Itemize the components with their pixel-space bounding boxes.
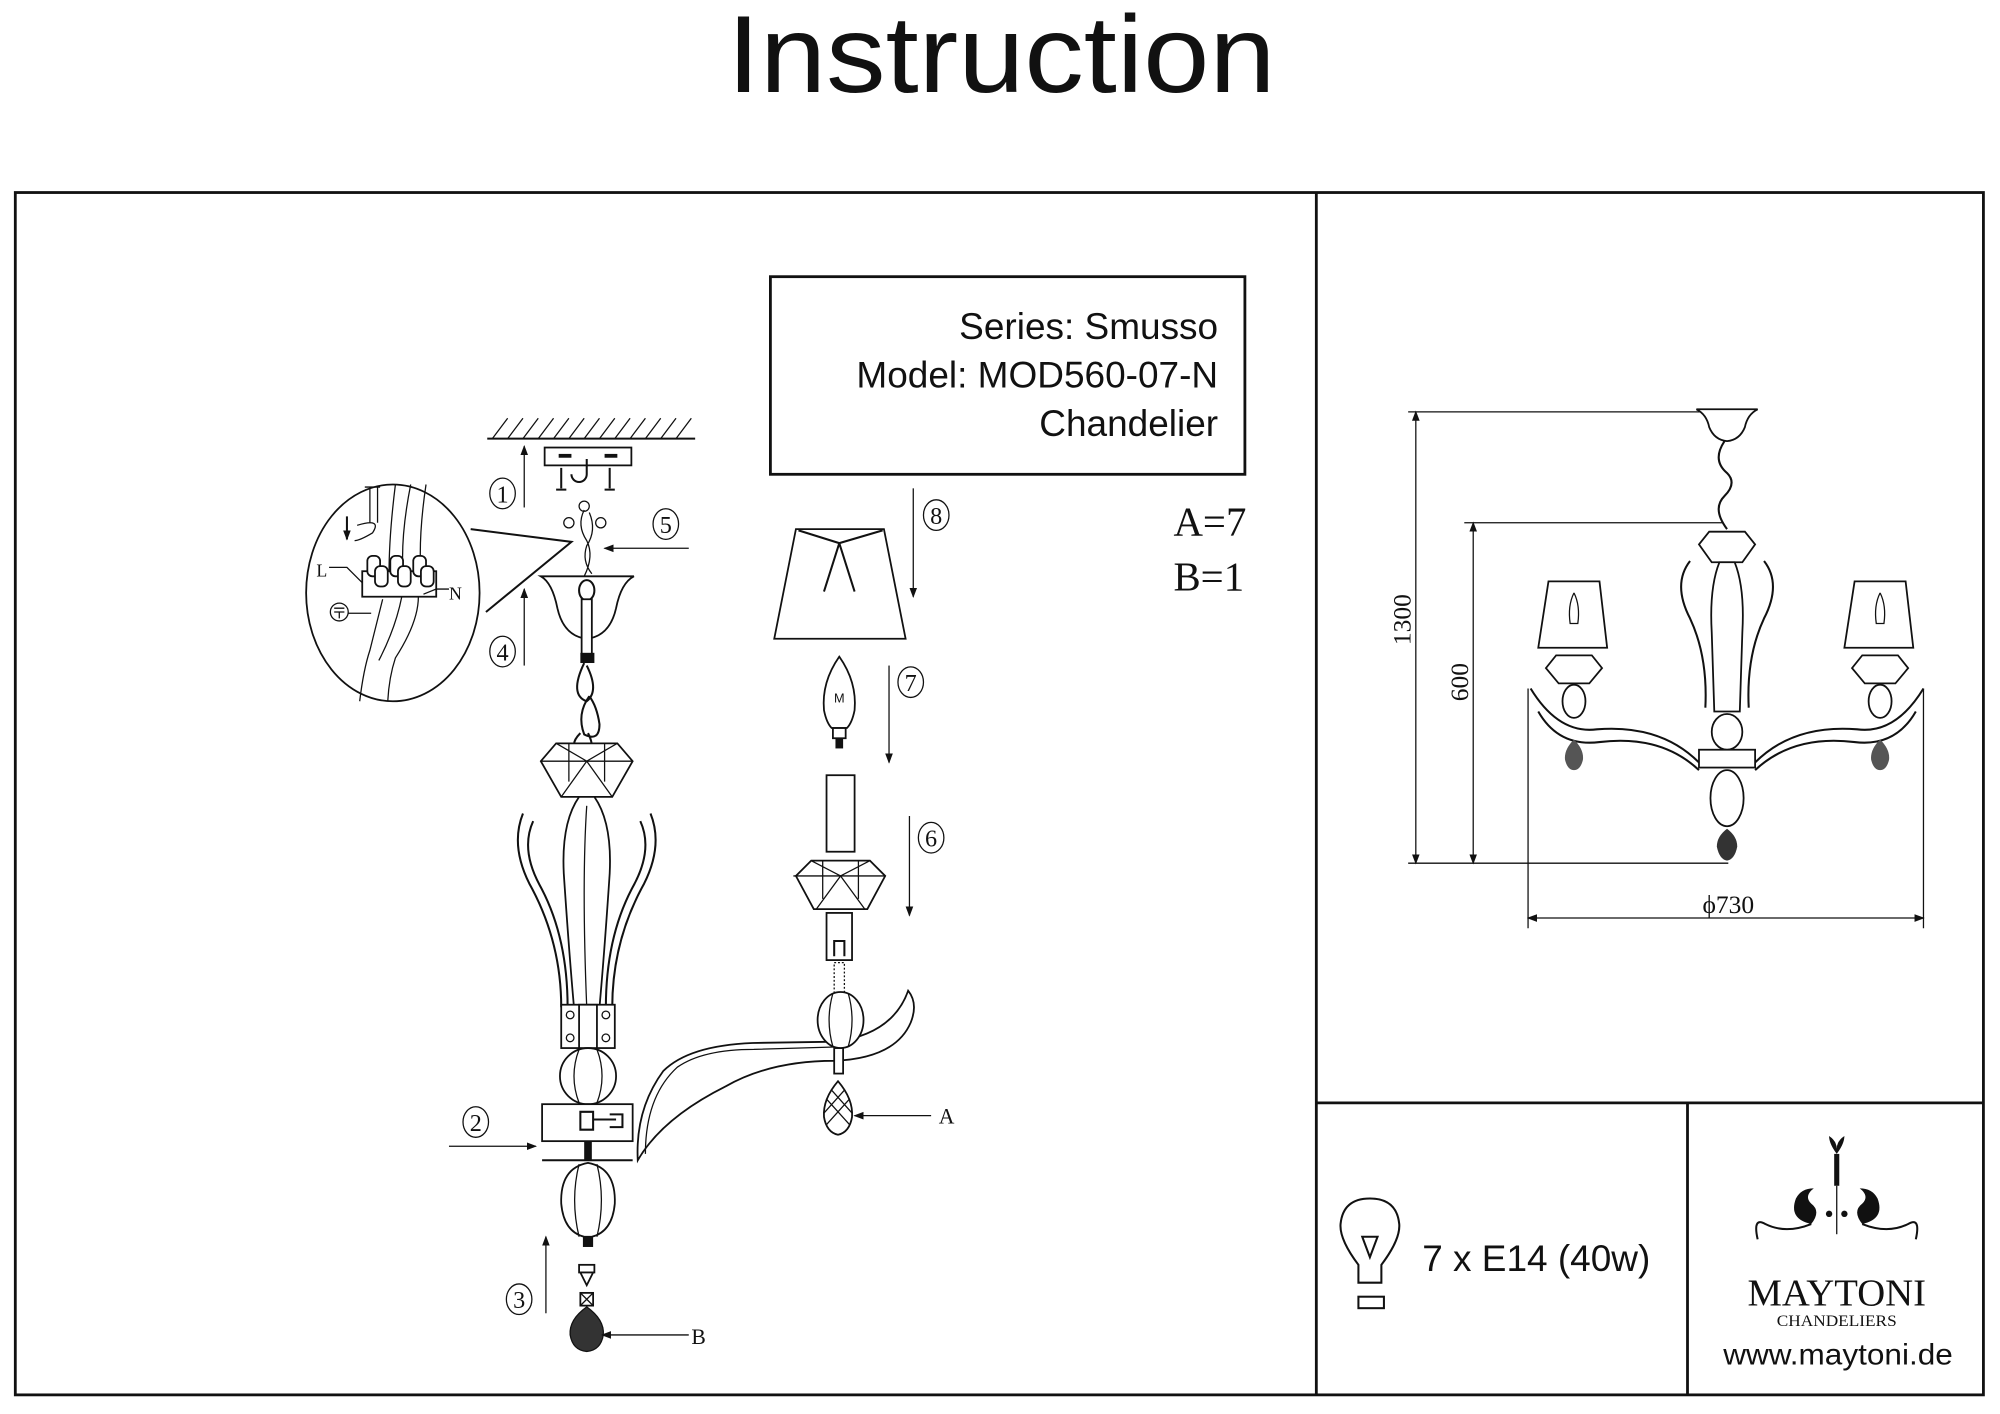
sheet-frame [13,191,1985,1397]
part-b-label: B [691,1325,705,1349]
svg-text:4: 4 [496,639,508,666]
neutral-label: N [449,583,462,603]
step-1-marker: 1 [489,477,516,510]
svg-text:3: 3 [513,1287,525,1314]
candle-bulb: M [822,655,856,749]
diameter-dimension: ϕ730 [1702,890,1754,919]
bulb-mark-label: M [834,691,845,706]
part-b-count: B=1 [1173,554,1244,599]
step-4-marker: 4 [489,635,516,668]
svg-text:6: 6 [925,826,937,853]
bulb-spec-label: 7 x E14 (40w) [1422,1238,1650,1279]
ceiling-icon [487,417,696,440]
step-3-marker: 3 [505,1283,533,1316]
brand-tagline: CHANDELIERS [1777,1313,1897,1330]
svg-text:2: 2 [470,1110,482,1137]
step-8-marker: 8 [922,499,950,532]
part-a-count: A=7 [1173,500,1246,545]
svg-text:8: 8 [930,503,942,530]
part-a-label: A [939,1104,955,1128]
light-bulb-icon [1339,1197,1401,1310]
model-label: Model: MOD560-07-N [856,355,1218,396]
crystal-pendant-b [569,1263,604,1353]
candle-sleeve [825,774,856,853]
step-6-marker: 6 [917,821,945,854]
step-5-marker: 5 [652,508,680,540]
series-label: Series: Smusso [959,306,1218,347]
svg-text:5: 5 [660,512,672,539]
lampshade [773,528,907,640]
svg-text:1: 1 [496,481,508,508]
dimension-diagram: 1300 600 ϕ730 [1388,408,1925,929]
bulb-spec-cell: 7 x E14 (40w) [1339,1197,1650,1310]
total-height-dimension: 1300 [1388,594,1417,645]
body-height-dimension: 600 [1445,663,1474,701]
page-title: Instruction [727,0,1275,116]
terminal-block [361,555,438,598]
mounting-bracket-icon [543,446,633,491]
brand-cell: MAYTONI CHANDELIERS www.maytoni.de [1722,1136,1953,1371]
brand-website: www.maytoni.de [1722,1338,1953,1371]
crystal-diamond [539,742,634,798]
chandelier-front-view [1529,408,1925,861]
maytoni-logo-icon [1755,1136,1919,1240]
ground-symbol-icon [329,602,372,622]
crystal-bobeche [793,859,887,910]
step-2-marker: 2 [462,1106,490,1138]
wiring-detail-inset: L N [305,483,574,703]
crystal-pendant-a [823,1047,853,1136]
assembly-diagram: A B [305,417,955,1353]
brand-name: MAYTONI [1747,1273,1926,1315]
step-7-marker: 7 [897,666,925,699]
product-info-box: Series: Smusso Model: MOD560-07-N Chande… [769,275,1247,476]
live-label: L [316,560,327,580]
svg-text:7: 7 [905,670,917,697]
product-type-label: Chandelier [1039,403,1218,444]
